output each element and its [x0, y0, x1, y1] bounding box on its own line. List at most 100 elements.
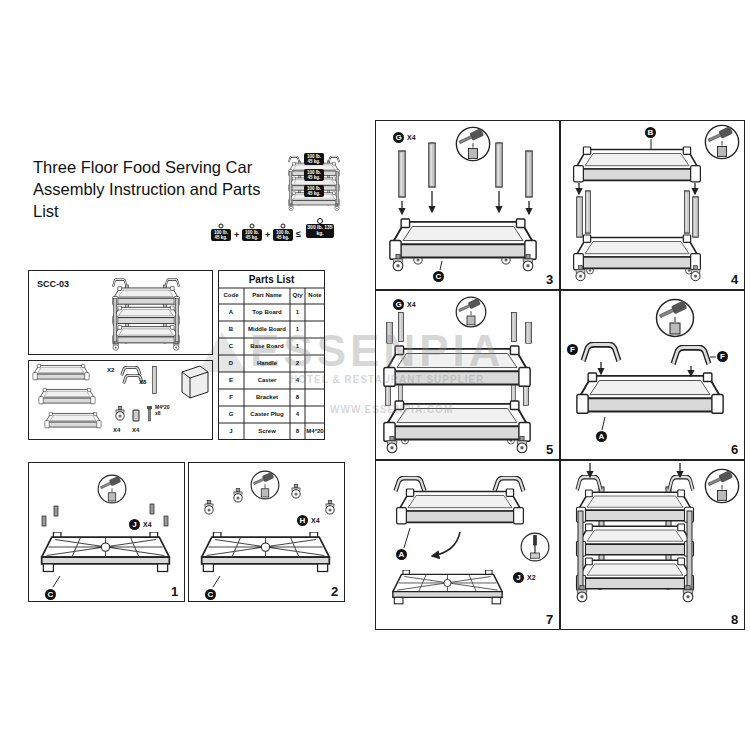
callout-letter: F	[720, 352, 725, 361]
callout-circle: B	[645, 127, 656, 138]
callout-letter: G	[395, 300, 401, 309]
table-cell: 1	[290, 309, 305, 316]
table-cell: J	[218, 428, 244, 435]
table-heading: Parts List	[219, 274, 324, 286]
callout-circle: F	[567, 344, 578, 355]
callout-circle: H	[297, 515, 308, 526]
panel-box: 3 G C	[375, 120, 560, 290]
callout-letter: F	[570, 345, 575, 354]
callout-circle: C	[45, 589, 56, 600]
step-number: 5	[546, 443, 553, 458]
step-number: 2	[331, 585, 338, 600]
table-header: Qty	[290, 292, 305, 299]
callout-circle: A	[596, 431, 607, 442]
callout-letter: C	[208, 590, 214, 599]
panel-box: 2 H C	[188, 462, 345, 602]
model-cart	[113, 279, 180, 350]
step-number: 1	[171, 585, 178, 600]
quantity-label: X2	[107, 367, 114, 374]
callout-letter: J	[516, 573, 520, 582]
step-number: 6	[731, 443, 738, 458]
callout-letter: H	[300, 516, 306, 525]
panel-box: SCC-03	[28, 270, 213, 355]
less-equal-sign: ≤	[296, 229, 301, 239]
weight-tag: 100 lb. 45 kg.	[273, 229, 293, 241]
table-cell: C	[218, 343, 244, 350]
plus-sign: +	[265, 230, 270, 240]
quantity-label: X4	[407, 301, 416, 309]
step-number: 3	[546, 273, 553, 288]
table-cell: 1	[290, 343, 305, 350]
table-header: Note	[305, 292, 325, 299]
callout-circle: C	[205, 589, 216, 600]
table-cell: 4	[290, 411, 305, 418]
callout-letter: G	[395, 133, 401, 142]
callout-circle: G	[393, 299, 404, 310]
callout-circle: A	[396, 549, 407, 560]
quantity-label: M4*20 x8	[155, 405, 173, 417]
watermark: ESSENPIA	[250, 326, 505, 377]
weight-tag: 100 lb. 45 kg.	[242, 229, 262, 241]
quantity-label: X4	[311, 517, 320, 525]
callout-circle: G	[393, 132, 404, 143]
step-3-illustration	[390, 127, 536, 270]
callout-letter: J	[132, 520, 136, 529]
table-cell: 4	[290, 377, 305, 384]
table-cell: Screw	[244, 428, 290, 435]
step-number: 4	[731, 273, 738, 288]
panel-box: 6 F F A	[560, 290, 745, 460]
table-cell: F	[218, 394, 244, 401]
parts-overview	[33, 364, 208, 427]
table-header: Code	[218, 292, 244, 299]
table-cell: B	[218, 326, 244, 333]
step-1-illustration	[42, 475, 170, 587]
panel-box: 7 A J	[375, 460, 560, 630]
panel-box: X2X8X4 X4 M4*20 x8	[28, 360, 213, 440]
table-cell: 8	[290, 428, 305, 435]
weight-tag: 100 lb. 45 kg.	[304, 169, 324, 181]
step-number: 7	[546, 613, 553, 628]
table-cell: 2	[290, 360, 305, 367]
step-6-illustration	[577, 300, 723, 431]
table-cell: Caster Plug	[244, 411, 290, 418]
panel-box: 5G	[375, 290, 560, 460]
plus-sign: +	[234, 230, 239, 240]
table-cell: 1	[290, 326, 305, 333]
table-cell: E	[218, 377, 244, 384]
table-cell: Top Board	[244, 309, 290, 316]
callout-circle: C	[433, 271, 444, 282]
step-7-illustration	[393, 478, 549, 604]
quantity-label: X8	[139, 379, 146, 386]
watermark: WWW.ESSENPIA.COM	[330, 404, 453, 416]
table-cell: D	[218, 360, 244, 367]
quantity-label: X4	[132, 427, 139, 434]
callout-letter: C	[48, 590, 54, 599]
table-header: Part Name	[244, 292, 290, 299]
callout-letter: B	[648, 128, 654, 137]
weight-tag: 100 lb. 45 kg.	[211, 229, 231, 241]
callout-circle: J	[129, 519, 140, 530]
table-cell: M4*20	[305, 428, 325, 435]
step-number: 8	[731, 613, 738, 628]
weight-tag: 300 lb. 135 kg.	[306, 224, 334, 238]
table-cell: Handle	[244, 360, 290, 367]
title: Three Floor Food Serving Car Assembly In…	[33, 156, 288, 222]
quantity-label: X4	[407, 134, 416, 142]
step-2-illustration	[202, 471, 335, 587]
table-cell: G	[218, 411, 244, 418]
table-cell: Caster	[244, 377, 290, 384]
weight-tag: 100 lb. 45 kg.	[304, 153, 324, 165]
weight-tag: 100 lb. 45 kg.	[304, 185, 324, 197]
watermark: HOTEL & RESTAURANT SUPPLIER	[290, 374, 484, 386]
quantity-label: X4	[113, 427, 120, 434]
panel-box: 1 J C	[28, 462, 185, 602]
table-cell: Base Board	[244, 343, 290, 350]
quantity-label: X4	[143, 521, 152, 529]
callout-letter: C	[436, 272, 442, 281]
panel-box: 4B	[560, 120, 745, 290]
callout-circle: J	[513, 572, 524, 583]
quantity-label: X2	[527, 574, 536, 582]
step-4-illustration	[574, 125, 739, 280]
table-cell: 8	[290, 394, 305, 401]
table-cell: Bracket	[244, 394, 290, 401]
